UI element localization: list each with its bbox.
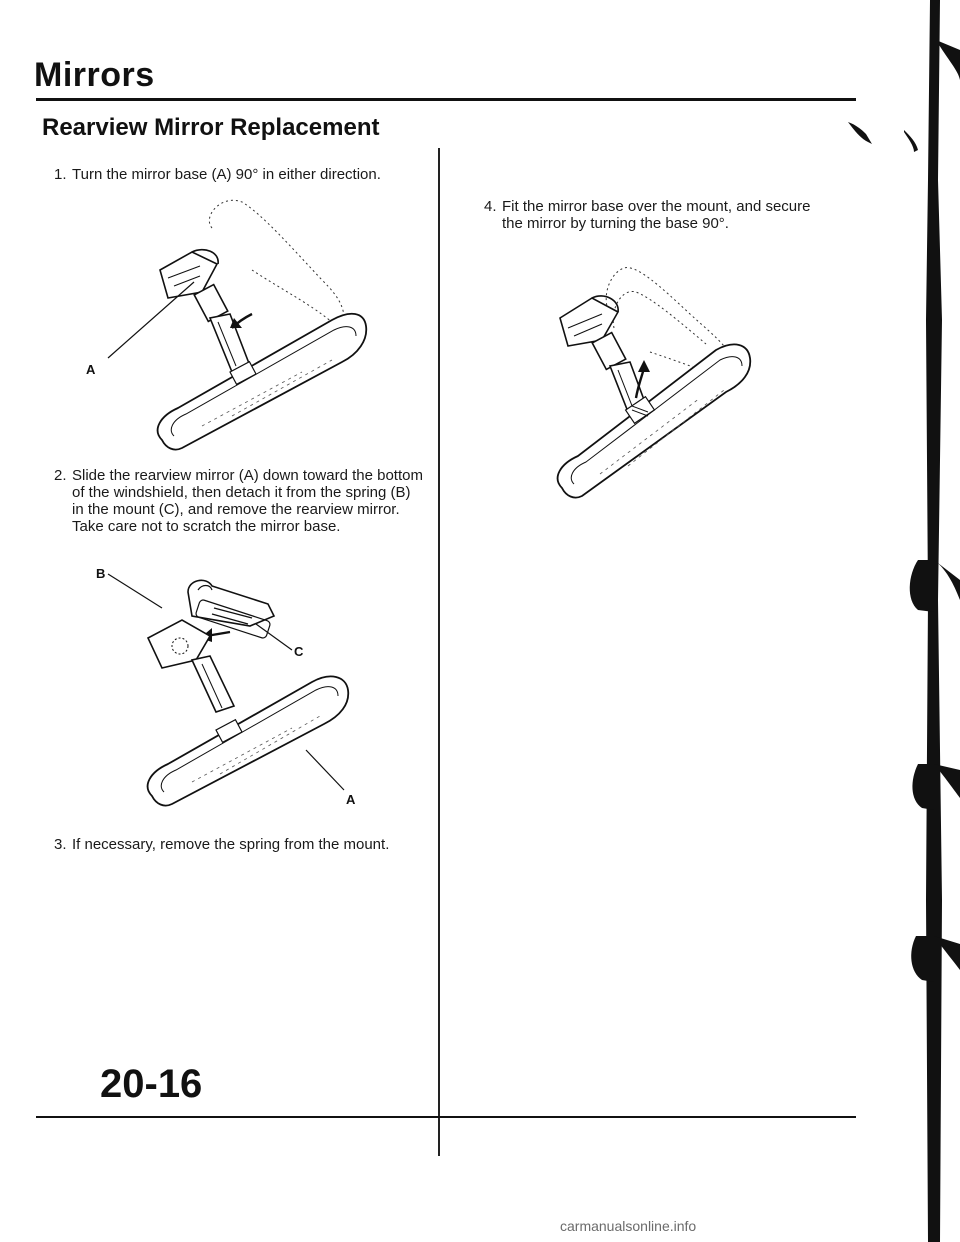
label-c: C — [294, 644, 304, 659]
rearview-mirror-illustration — [156, 312, 368, 451]
step-2: 2. Slide the rearview mirror (A) down to… — [54, 467, 426, 555]
mirror-base-illustration — [146, 619, 236, 713]
footer-rule — [36, 1116, 856, 1118]
callout-line-b — [107, 573, 163, 609]
figure-install-mirror — [556, 267, 752, 499]
section-title: Rearview Mirror Replacement — [42, 114, 380, 141]
scan-binding-edge — [904, 0, 960, 1242]
figure-turn-mirror-base: A — [86, 199, 368, 451]
page-number: 20-16 — [100, 1062, 203, 1106]
label-b: B — [96, 566, 105, 581]
step-3: 3. If necessary, remove the spring from … — [54, 836, 426, 856]
step-1-number: 1. — [54, 166, 67, 183]
watermark-text: carmanualsonline.info — [560, 1218, 697, 1234]
callout-line-a — [305, 749, 345, 791]
column-divider — [438, 148, 440, 1156]
step-4-number: 4. — [484, 198, 497, 215]
figure-detach-mirror: B C A — [96, 566, 356, 807]
mirror-mount-illustration — [559, 295, 620, 347]
spring-mount-illustration — [187, 579, 276, 639]
corner-mark — [848, 122, 872, 144]
rearview-mirror-illustration — [556, 343, 752, 499]
step-1-text: Turn the mirror base (A) 90° in either d… — [72, 166, 381, 183]
step-4: 4. Fit the mirror base over the mount, a… — [484, 198, 830, 238]
step-3-number: 3. — [54, 836, 67, 853]
step-2-number: 2. — [54, 467, 67, 484]
rearview-mirror-illustration — [146, 675, 350, 807]
callout-line-c — [255, 623, 293, 651]
corner-mark — [904, 130, 918, 152]
callout-line-a — [107, 281, 195, 359]
page-title: Mirrors — [34, 56, 155, 94]
step-2-text: Slide the rearview mirror (A) down towar… — [72, 467, 423, 535]
step-4-text: Fit the mirror base over the mount, and … — [502, 198, 811, 232]
label-a: A — [346, 792, 356, 807]
step-3-text: If necessary, remove the spring from the… — [72, 836, 390, 853]
header-rule — [36, 98, 856, 101]
label-a: A — [86, 362, 96, 377]
step-1: 1. Turn the mirror base (A) 90° in eithe… — [54, 166, 424, 186]
mirror-stem-illustration — [193, 283, 252, 373]
mirror-mount-illustration — [159, 248, 219, 299]
